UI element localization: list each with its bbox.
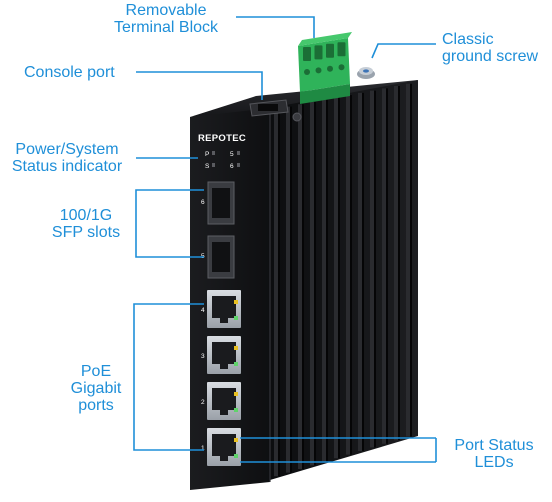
rj45-latch [220, 456, 228, 461]
terminal-slot [326, 43, 334, 58]
callout-lines [133, 16, 437, 463]
label-poe-ports: PoE Gigabit ports [70, 363, 122, 414]
port-number: 1 [201, 445, 205, 452]
rj45-opening [212, 388, 236, 410]
led-label: S [205, 163, 210, 170]
terminal-screw [338, 64, 345, 71]
rj45-opening [212, 342, 236, 364]
rj45-latch [220, 410, 228, 415]
housing-side [270, 80, 418, 480]
power-status-leds: PS 5 6 [205, 151, 240, 170]
sfp-number: 6 [201, 199, 205, 206]
port-number: 2 [201, 399, 205, 406]
terminal-slot [303, 47, 311, 61]
ground-screw [357, 67, 375, 79]
rj45-latch [220, 318, 228, 323]
port-led-green [234, 362, 238, 366]
mounting-screw [292, 112, 302, 122]
label-ground-screw: Classic ground screw [442, 31, 539, 65]
status-led [237, 151, 240, 155]
port-led-green [234, 316, 238, 320]
led-label: P [205, 151, 209, 158]
terminal-slot [314, 45, 323, 60]
label-terminal-block: Removable Terminal Block [113, 2, 219, 36]
label-sfp-slots: 100/1G SFP slots [51, 207, 121, 241]
terminal-slot [337, 42, 346, 57]
poe-ports: 4 3 2 1 [201, 290, 241, 466]
port-number: 4 [201, 307, 205, 314]
heatsink-fins [274, 83, 412, 477]
rj45-opening [212, 434, 236, 456]
sfp-opening [212, 242, 230, 272]
port-led-yellow [234, 438, 238, 442]
port-led-green [234, 408, 238, 412]
port-led-yellow [234, 392, 238, 396]
switch-housing [190, 80, 418, 490]
status-led [237, 163, 240, 167]
terminal-screw [315, 67, 322, 74]
rj45-opening [212, 296, 236, 318]
label-port-status-leds: Port Status LEDs [454, 437, 534, 471]
sfp-slots: 65 [201, 181, 235, 279]
terminal-block [298, 32, 352, 104]
label-console-port: Console port [24, 64, 115, 81]
terminal-screw [327, 65, 333, 72]
port-led-green [234, 454, 238, 458]
sfp-opening [212, 188, 230, 218]
led-label: 6 [230, 163, 234, 170]
terminal-screw [304, 69, 310, 75]
status-led [212, 163, 215, 167]
brand-logo: REPOTEC [198, 133, 246, 144]
port-led-yellow [234, 346, 238, 350]
rj45-latch [220, 364, 228, 369]
console-port [249, 99, 289, 117]
led-label: 5 [230, 151, 234, 158]
port-number: 3 [201, 353, 205, 360]
port-led-yellow [234, 300, 238, 304]
status-led [212, 151, 215, 155]
label-power-status: Power/System Status indicator [11, 141, 123, 175]
